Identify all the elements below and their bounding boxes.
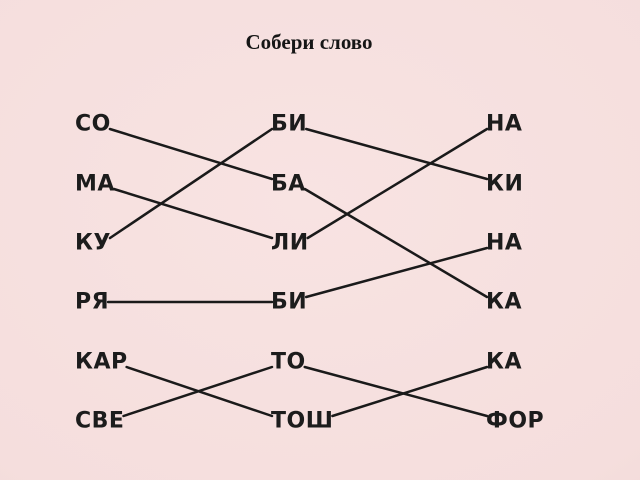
syllable-c1r3[interactable]: КУ bbox=[75, 230, 111, 256]
syllable-c3r6[interactable]: ФОР bbox=[486, 408, 545, 434]
connector-c2r3-c3r1 bbox=[306, 127, 489, 240]
page-title: Собери слово bbox=[245, 30, 373, 54]
syllable-c2r6[interactable]: ТОШ bbox=[271, 408, 334, 434]
connector-c2r5-c3r6 bbox=[303, 365, 489, 418]
connector-c2r6-c3r5 bbox=[331, 365, 489, 418]
connector-c1r6-c2r5 bbox=[122, 365, 274, 418]
connector-c2r4-c3r3 bbox=[304, 246, 489, 299]
syllable-c3r4[interactable]: КА bbox=[486, 289, 523, 315]
syllable-c1r6[interactable]: СВЕ bbox=[75, 408, 125, 434]
syllable-c1r1[interactable]: СО bbox=[75, 111, 111, 137]
syllable-c3r5[interactable]: КА bbox=[486, 349, 523, 375]
syllable-c2r1[interactable]: БИ bbox=[271, 111, 308, 137]
syllable-c2r3[interactable]: ЛИ bbox=[271, 230, 309, 256]
syllable-c1r2[interactable]: МА bbox=[75, 171, 115, 197]
syllable-c3r1[interactable]: НА bbox=[486, 111, 523, 137]
syllable-c1r5[interactable]: КАР bbox=[75, 349, 128, 375]
syllable-c3r3[interactable]: НА bbox=[486, 230, 523, 256]
connector-c2r1-c3r2 bbox=[304, 127, 489, 181]
connector-c1r1-c2r2 bbox=[108, 127, 274, 181]
connector-c1r3-c2r1 bbox=[108, 127, 274, 240]
connector-c1r2-c2r3 bbox=[112, 187, 274, 240]
syllable-c2r5[interactable]: ТО bbox=[271, 349, 306, 375]
syllable-c1r4[interactable]: РЯ bbox=[75, 289, 110, 315]
syllable-c2r2[interactable]: БА bbox=[271, 171, 306, 197]
connector-c2r2-c3r4 bbox=[303, 187, 489, 299]
syllable-c2r4[interactable]: БИ bbox=[271, 289, 308, 315]
syllable-c3r2[interactable]: КИ bbox=[486, 171, 524, 197]
